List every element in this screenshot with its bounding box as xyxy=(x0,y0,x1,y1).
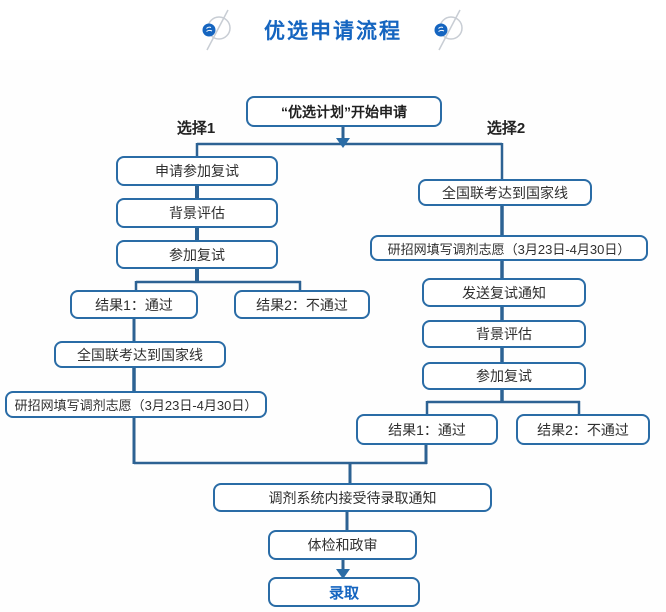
node-left-step: 参加复试 xyxy=(116,240,278,269)
node-left-step: 背景评估 xyxy=(116,198,278,228)
flowchart-canvas: “优选计划”开始申请 选择1 选择2 申请参加复试 背景评估 参加复试 结果1：… xyxy=(0,60,666,612)
node-left-result-pass: 结果1：通过 xyxy=(70,290,198,319)
node-start: “优选计划”开始申请 xyxy=(246,96,442,127)
node-right-step: 研招网填写调剂志愿（3月23日-4月30日） xyxy=(370,235,648,261)
node-merge-step: 调剂系统内接受待录取通知 xyxy=(213,483,492,512)
node-left-step: 申请参加复试 xyxy=(116,156,278,186)
ornament-icon xyxy=(430,7,468,53)
node-right-result-pass: 结果1：通过 xyxy=(356,414,498,445)
node-merge-step: 体检和政审 xyxy=(268,530,417,560)
node-right-step: 背景评估 xyxy=(422,320,586,348)
header: 优选申请流程 xyxy=(0,0,666,61)
node-left-result-fail: 结果2：不通过 xyxy=(234,290,370,319)
arrowhead-icon xyxy=(336,138,350,579)
node-right-step: 发送复试通知 xyxy=(422,278,586,307)
node-right-result-fail: 结果2：不通过 xyxy=(516,414,650,445)
node-left-step: 全国联考达到国家线 xyxy=(54,341,226,368)
branch-label-choice1: 选择1 xyxy=(176,119,216,137)
node-left-step: 研招网填写调剂志愿（3月23日-4月30日） xyxy=(5,391,267,418)
connector-lines xyxy=(132,127,581,579)
node-right-step: 全国联考达到国家线 xyxy=(418,179,592,206)
branch-label-choice2: 选择2 xyxy=(486,119,526,137)
ornament-icon xyxy=(198,7,236,53)
node-right-step: 参加复试 xyxy=(422,362,586,390)
node-final-admission: 录取 xyxy=(268,577,420,607)
page-title: 优选申请流程 xyxy=(264,20,402,43)
